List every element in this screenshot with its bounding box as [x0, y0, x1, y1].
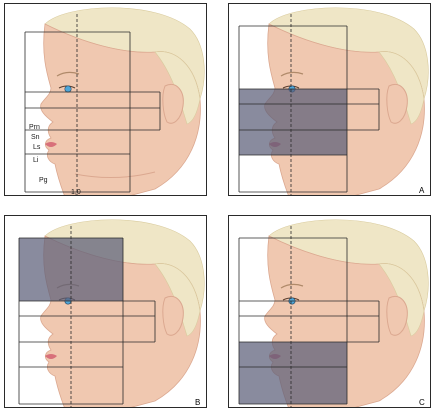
landmark-ls-label: Ls: [33, 144, 41, 151]
shaded-region-lower: [239, 342, 347, 404]
face-profile-drawing: [41, 8, 205, 196]
panel-reference: Prn Sn Ls Li Pg 1,0: [4, 3, 207, 196]
panel-c: C: [228, 215, 431, 408]
landmark-prn-label: Prn: [29, 124, 40, 131]
landmark-sn-label: Sn: [31, 134, 40, 141]
axis-label: 1,0: [71, 189, 81, 196]
panel-reference-svg: Prn Sn Ls Li Pg 1,0: [5, 4, 207, 196]
panel-a: A: [228, 3, 431, 196]
panel-b: B: [4, 215, 207, 408]
panel-a-svg: A: [229, 4, 431, 196]
panel-letter-a: A: [419, 186, 425, 195]
panel-letter-b: B: [195, 398, 200, 407]
panel-b-svg: B: [5, 216, 207, 408]
panel-c-svg: C: [229, 216, 431, 408]
shaded-region-middle: [239, 89, 347, 155]
landmark-pg-label: Pg: [39, 177, 48, 184]
panel-letter-c: C: [419, 398, 425, 407]
landmark-li-label: Li: [33, 157, 39, 164]
